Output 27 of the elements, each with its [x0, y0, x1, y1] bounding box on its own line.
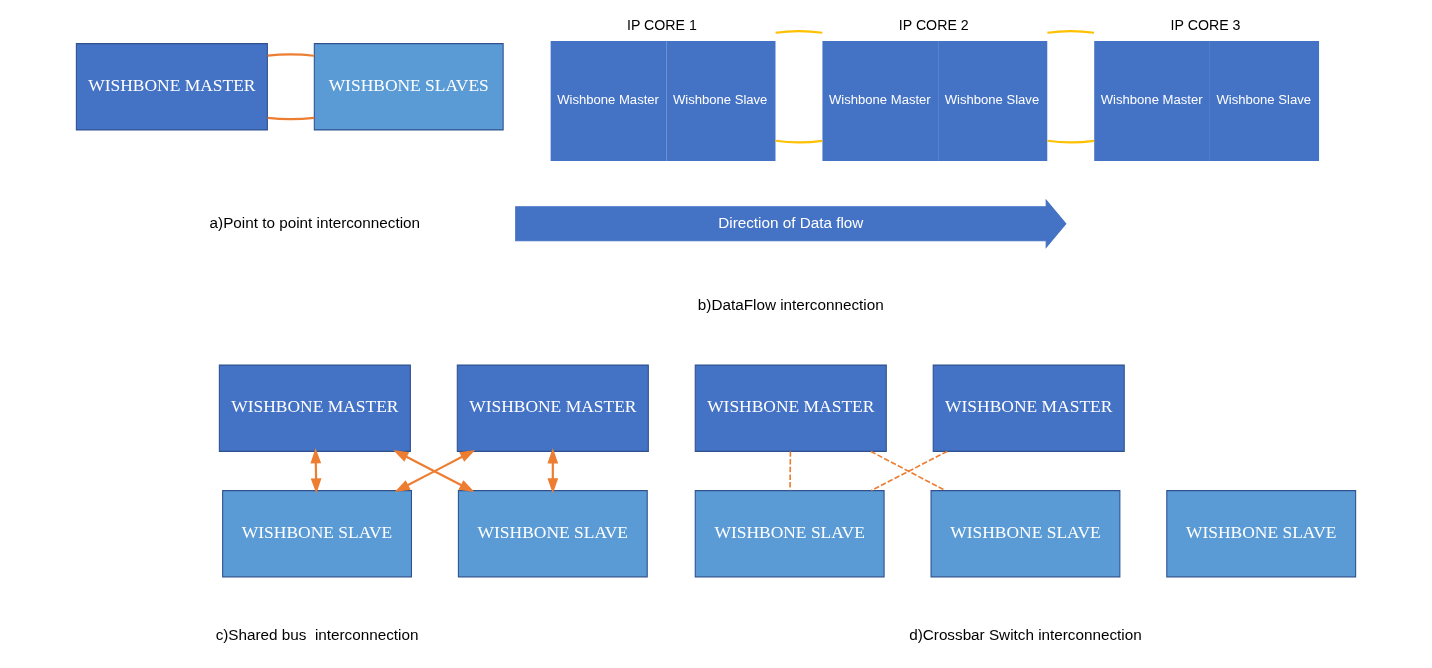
connector [775, 30, 823, 34]
label: Direction of Data flow [718, 213, 864, 231]
arrow [310, 448, 322, 494]
node-box: WISHBONE MASTER [694, 364, 887, 452]
node-box: WISHBONE SLAVE [1166, 490, 1357, 578]
connector [1047, 30, 1095, 34]
node-box: WISHBONE SLAVE [694, 490, 885, 578]
connector [1047, 139, 1095, 144]
node-label: IP CORE 3 [1170, 17, 1241, 34]
connector [775, 139, 823, 144]
node-label: IP CORE 2 [898, 17, 969, 34]
node-box: WISHBONE MASTER [75, 43, 268, 131]
connector [267, 116, 315, 121]
node-box: WISHBONE MASTER [456, 364, 649, 452]
label: d)Crossbar Switch interconnection [909, 625, 1142, 643]
node-box: WISHBONE SLAVES [313, 43, 504, 131]
node-box: WISHBONE MASTER [218, 364, 411, 452]
node-box: WISHBONE MASTER [932, 364, 1125, 452]
node-box: WISHBONE SLAVE [457, 490, 648, 578]
label: a)Point to point interconnection [209, 213, 421, 231]
node-label: IP CORE 1 [627, 17, 697, 34]
node-box: WISHBONE SLAVE [930, 490, 1121, 578]
label: b)DataFlow interconnection [697, 296, 884, 314]
arrow [547, 448, 559, 494]
label: c)Shared bus interconnection [215, 625, 419, 643]
connector [267, 53, 315, 57]
node-box: WISHBONE SLAVE [222, 490, 412, 578]
